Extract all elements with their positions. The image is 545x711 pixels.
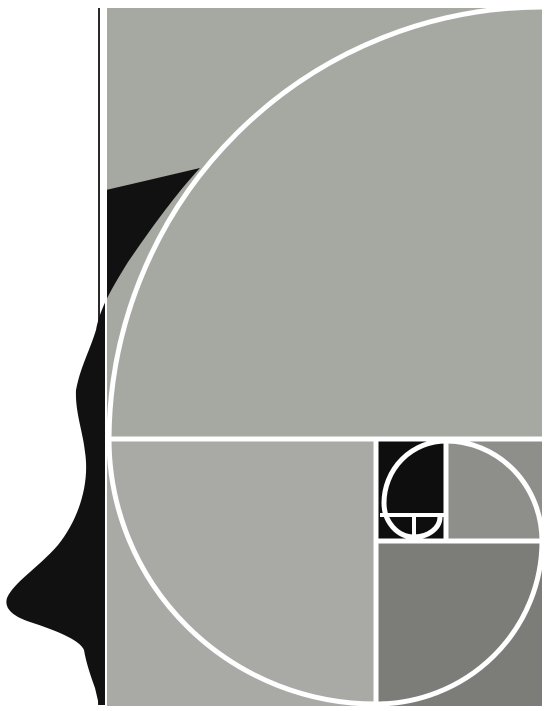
large-square <box>106 7 543 439</box>
golden-rectangle-panel <box>106 7 543 707</box>
